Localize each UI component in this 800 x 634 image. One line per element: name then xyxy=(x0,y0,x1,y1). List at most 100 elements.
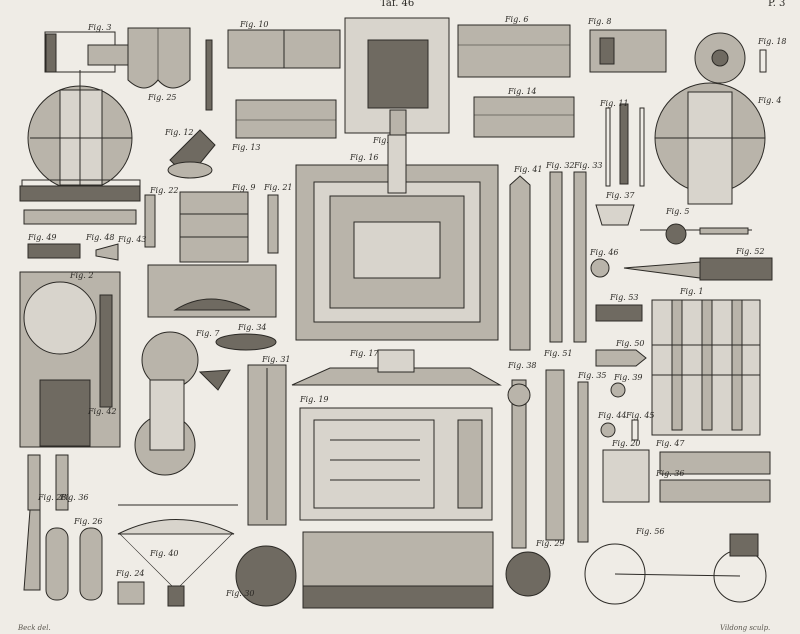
fig47-label: Fig. 47 xyxy=(655,439,685,448)
fig29-label: Fig. 29 xyxy=(535,539,565,548)
fig50-label: Fig. 50 xyxy=(615,339,645,348)
fig1-drawing: Fig. 1 xyxy=(651,287,761,436)
plate-title: Taf. 46 xyxy=(380,0,414,9)
fig40-label: Fig. 40 xyxy=(149,549,179,558)
fig26-drawing: Fig. 26 xyxy=(45,517,103,601)
fig15-label: Fig. 15 xyxy=(372,136,402,145)
fig7-drawing: Fig. 7 xyxy=(118,329,238,506)
fig1-label: Fig. 1 xyxy=(679,287,703,296)
fig34-label: Fig. 34 xyxy=(237,323,267,332)
fig20-drawing: Fig. 20 xyxy=(602,439,650,503)
fig43-drawing: Fig. 43 xyxy=(95,235,147,261)
fig33-label: Fig. 33 xyxy=(573,161,603,170)
fig21-drawing: Fig. 21 xyxy=(263,183,293,254)
fig43-label: Fig. 43 xyxy=(117,235,147,244)
fig36b-label: Fig. 36 xyxy=(59,493,89,502)
fig8-drawing: Fig. 8 xyxy=(587,17,667,73)
fig56-drawing: Fig. 56 xyxy=(584,527,767,605)
fig32-drawing: Fig. 32 xyxy=(545,161,575,343)
fig12-label: Fig. 12 xyxy=(164,128,194,137)
fig4-label: Fig. 4 xyxy=(757,96,781,105)
fig5-label: Fig. 5 xyxy=(665,207,689,216)
fig3-drawing: Fig. 3 xyxy=(19,23,141,202)
fig6-drawing: Fig. 6 xyxy=(457,15,571,78)
fig37-label: Fig. 37 xyxy=(605,191,635,200)
fig32-label: Fig. 32 xyxy=(545,161,575,170)
fig42-drawing: Fig. 42 xyxy=(87,294,117,416)
fig11-drawing: Fig. 11 xyxy=(599,99,645,187)
fig13-drawing: Fig. 13 xyxy=(231,99,337,152)
fig11-label: Fig. 11 xyxy=(599,99,629,108)
fig29-drawing: Fig. 29 xyxy=(505,539,565,597)
engraver-credit: Vildong sculp. xyxy=(720,624,770,632)
fig51-label: Fig. 51 xyxy=(543,349,573,358)
fig28-drawing: Fig. 28 xyxy=(27,454,69,511)
fig8-label: Fig. 8 xyxy=(587,17,611,26)
fig16-drawing: Fig. 16 xyxy=(295,134,499,341)
fig21-label: Fig. 21 xyxy=(263,183,293,192)
fig45-label: Fig. 45 xyxy=(625,411,655,420)
fig36-drawing: Fig. 36 xyxy=(655,469,771,503)
fig46-drawing: Fig. 46 xyxy=(589,248,619,278)
fig42-label: Fig. 42 xyxy=(87,407,117,416)
fig5-drawing: Fig. 5 xyxy=(640,207,752,245)
fig30-drawing: Fig. 30 xyxy=(225,545,297,607)
fig41-drawing: Fig. 41 xyxy=(509,165,543,351)
fig6-label: Fig. 6 xyxy=(504,15,528,24)
fig48-drawing: Fig. 48 xyxy=(27,233,115,259)
fig48-label: Fig. 48 xyxy=(85,233,115,242)
fig26-label: Fig. 26 xyxy=(73,517,103,526)
fig7-label: Fig. 7 xyxy=(195,329,220,338)
fig12-drawing: Fig. 12 xyxy=(164,128,216,179)
fig35-label: Fig. 35 xyxy=(577,371,607,380)
fig17-drawing: Fig. 17 xyxy=(291,349,502,386)
fig18-drawing: Fig. 18 xyxy=(694,32,787,84)
fig44-label: Fig. 44 xyxy=(597,411,627,420)
fig20-label: Fig. 20 xyxy=(611,439,641,448)
fig37-drawing: Fig. 37 xyxy=(595,191,635,226)
fig25-drawing: Fig. 25 xyxy=(127,27,191,102)
fig49-drawing: Fig. 49 xyxy=(23,209,137,242)
fig51-drawing: Fig. 51 xyxy=(543,349,573,541)
fig28-label: Fig. 28 xyxy=(37,493,67,502)
fig49-label: Fig. 49 xyxy=(27,233,57,242)
fig47-drawing: Fig. 47 xyxy=(655,439,771,475)
fig33-drawing: Fig. 33 xyxy=(573,161,603,343)
fig14-label: Fig. 14 xyxy=(507,87,537,96)
fig56-label: Fig. 56 xyxy=(635,527,665,536)
fig38-label: Fig. 38 xyxy=(507,361,537,370)
fig9-label: Fig. 9 xyxy=(231,183,255,192)
fig9-drawing: Fig. 9 xyxy=(179,183,255,263)
fig13-label: Fig. 13 xyxy=(231,143,261,152)
fig22-drawing: Fig. 22 xyxy=(144,186,179,248)
fig35-drawing: Fig. 35 xyxy=(577,371,607,543)
fig52-drawing: Fig. 52 xyxy=(623,247,773,281)
fig19-drawing: Fig. 19 xyxy=(299,395,493,521)
fig31-label: Fig. 31 xyxy=(261,355,291,364)
fig36b-drawing: Fig. 36 xyxy=(23,493,89,591)
fig10-label: Fig. 10 xyxy=(239,20,269,29)
fig24b-label: Fig. 24 xyxy=(115,569,145,578)
fig18-label: Fig. 18 xyxy=(757,37,787,46)
fig15-drawing: Fig. 15 xyxy=(344,17,450,191)
fig38-drawing: Fig. 38 xyxy=(507,361,537,549)
fig39-drawing: Fig. 39 xyxy=(610,373,643,398)
fig3-label: Fig. 3 xyxy=(87,23,111,32)
fig40-drawing: Fig. 40 xyxy=(117,519,235,607)
fig17-label: Fig. 17 xyxy=(349,349,379,358)
fig53-label: Fig. 53 xyxy=(609,293,639,302)
fig19-label: Fig. 19 xyxy=(299,395,329,404)
fig45-drawing: Fig. 45 xyxy=(625,411,655,441)
fig4-drawing: Fig. 4 xyxy=(654,82,781,205)
fig44-drawing: Fig. 44 xyxy=(597,411,627,438)
fig23-drawing xyxy=(147,264,277,318)
fig10-drawing: Fig. 10 xyxy=(205,20,341,111)
fig30-label: Fig. 30 xyxy=(225,589,255,598)
fig36-label: Fig. 36 xyxy=(655,469,685,478)
fig22-label: Fig. 22 xyxy=(149,186,179,195)
fig46-label: Fig. 46 xyxy=(589,248,619,257)
fig41-label: Fig. 41 xyxy=(513,165,543,174)
fig34-drawing: Fig. 34 xyxy=(215,323,277,351)
fig2-label: Fig. 2 xyxy=(69,271,93,280)
